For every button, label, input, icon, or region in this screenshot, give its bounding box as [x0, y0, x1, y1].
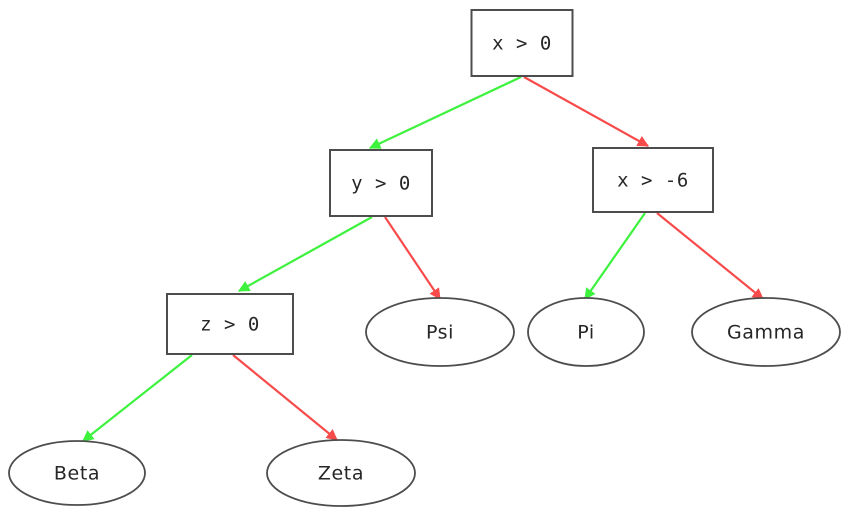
- node-psi[interactable]: Psi: [365, 297, 515, 367]
- edge-y-to-z: [238, 216, 373, 292]
- node-pi[interactable]: Pi: [527, 297, 645, 367]
- node-gamma[interactable]: Gamma: [691, 297, 841, 367]
- node-ellipse-gamma[interactable]: [691, 297, 841, 367]
- edge-z-to-zeta: [232, 354, 338, 441]
- node-box-z_gt_0[interactable]: [166, 293, 294, 355]
- node-beta[interactable]: Beta: [8, 440, 146, 506]
- node-y_gt_0[interactable]: y > 0: [329, 149, 433, 217]
- node-label-root: x > 0: [492, 33, 552, 55]
- node-box-x_gt_m6[interactable]: [592, 147, 714, 213]
- node-label-gamma: Gamma: [727, 322, 805, 344]
- node-ellipse-psi[interactable]: [365, 297, 515, 367]
- node-label-zeta: Zeta: [318, 463, 364, 485]
- node-label-beta: Beta: [54, 463, 100, 485]
- node-z_gt_0[interactable]: z > 0: [166, 293, 294, 355]
- node-ellipse-zeta[interactable]: [266, 439, 416, 507]
- node-root[interactable]: x > 0: [470, 9, 574, 77]
- node-ellipse-beta[interactable]: [8, 440, 146, 506]
- edge-x6-to-gamma: [656, 212, 764, 300]
- edge-x6-to-pi: [584, 212, 646, 300]
- node-box-y_gt_0[interactable]: [329, 149, 433, 217]
- node-label-pi: Pi: [577, 322, 595, 344]
- edge-y-to-psi: [384, 216, 441, 300]
- edge-layer: [82, 76, 764, 442]
- node-label-x_gt_m6: x > -6: [617, 170, 689, 192]
- node-box-root[interactable]: [470, 9, 574, 77]
- node-zeta[interactable]: Zeta: [266, 439, 416, 507]
- node-x_gt_m6[interactable]: x > -6: [592, 147, 714, 213]
- node-ellipse-pi[interactable]: [527, 297, 645, 367]
- edge-z-to-beta: [82, 354, 193, 442]
- edge-root-to-x6: [523, 76, 649, 147]
- node-label-z_gt_0: z > 0: [200, 314, 260, 336]
- node-label-y_gt_0: y > 0: [351, 173, 411, 195]
- node-label-psi: Psi: [426, 322, 454, 344]
- edge-root-to-y: [368, 76, 522, 149]
